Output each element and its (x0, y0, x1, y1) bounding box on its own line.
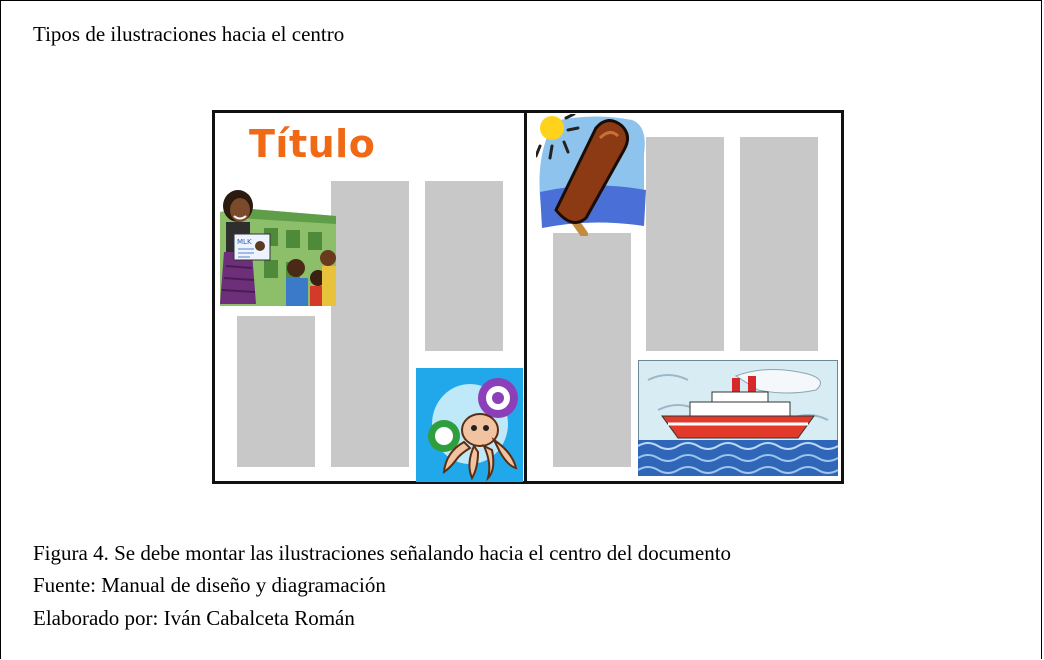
ship-illustration (638, 360, 838, 476)
teacher-children-illustration: MLK (220, 190, 336, 306)
text-column (740, 137, 818, 351)
figure-caption: Figura 4. Se debe montar las ilustracion… (33, 541, 732, 565)
text-column (553, 233, 631, 467)
text-column (425, 181, 503, 351)
text-column (331, 181, 409, 467)
page-title: Título (249, 122, 376, 166)
octopus-illustration (416, 368, 523, 482)
popsicle-sun-illustration (536, 114, 646, 236)
text-column (237, 316, 315, 467)
book-label: MLK (237, 238, 252, 246)
text-column (646, 137, 724, 351)
figure-heading: Tipos de ilustraciones hacia el centro (33, 22, 345, 46)
figure-source: Fuente: Manual de diseño y diagramación (33, 573, 386, 597)
spread-divider (524, 110, 527, 484)
figure-author: Elaborado por: Iván Cabalceta Román (33, 606, 355, 630)
